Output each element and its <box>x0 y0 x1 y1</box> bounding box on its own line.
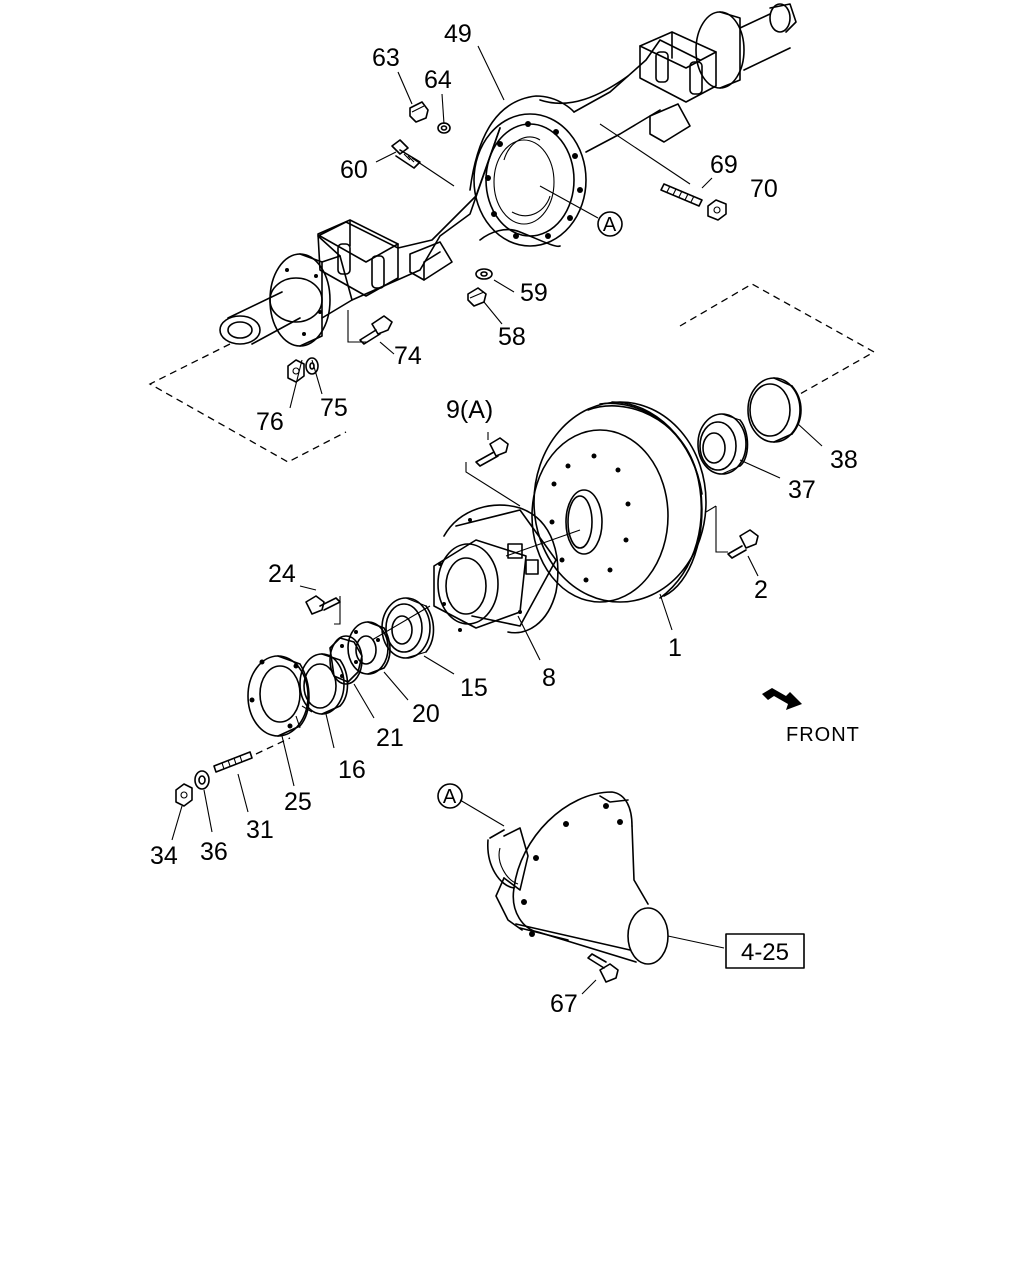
reference-box-4-25: 4-25 <box>725 933 805 969</box>
part-36-washer <box>194 770 210 790</box>
callout-34: 34 <box>150 842 178 870</box>
callout-60: 60 <box>340 156 368 184</box>
part-24-bolt <box>305 595 341 625</box>
part-75-washer <box>305 357 319 375</box>
callout-67: 67 <box>550 990 578 1018</box>
callout-31: 31 <box>246 816 274 844</box>
callout-37: 37 <box>788 476 816 504</box>
carrier-leader <box>667 935 725 949</box>
differential-carrier <box>487 791 669 965</box>
callout-25: 25 <box>284 788 312 816</box>
part-25-hub-cap <box>247 655 313 737</box>
part-58-plug <box>467 287 487 307</box>
part-31-stud <box>213 737 291 773</box>
callout-21: 21 <box>376 724 404 752</box>
part-67-bolt <box>581 953 619 995</box>
callout-2: 2 <box>754 576 768 604</box>
lower-leader-lines <box>171 423 823 841</box>
callout-20: 20 <box>412 700 440 728</box>
part-9a-bolt <box>465 437 521 507</box>
callout-36: 36 <box>200 838 228 866</box>
part-15-bearing <box>381 597 435 659</box>
part-59-washer <box>475 268 493 280</box>
callout-75: 75 <box>320 394 348 422</box>
callout-38: 38 <box>830 446 858 474</box>
part-21-lock-flange <box>329 635 363 685</box>
part-37-bearing <box>697 413 749 475</box>
front-arrow-icon <box>762 688 802 710</box>
hub-axis <box>371 529 581 641</box>
axle-housing <box>219 3 797 347</box>
callout-24: 24 <box>268 560 296 588</box>
svg-text:A: A <box>443 786 457 808</box>
callout-1: 1 <box>668 634 682 662</box>
upper-leader-lines <box>289 45 713 409</box>
a-bottom-leader <box>459 799 505 827</box>
part-70-nut <box>707 199 727 221</box>
callout-63: 63 <box>372 44 400 72</box>
callout-69: 69 <box>710 151 738 179</box>
banjo-bolt-holes <box>485 121 583 239</box>
part-20-spacer <box>347 621 391 675</box>
callout-49: 49 <box>444 20 472 48</box>
part-74-bolt <box>359 315 393 345</box>
part-1-brake-drum <box>531 401 707 603</box>
circle-marker-a-bottom: A <box>437 783 463 809</box>
circle-marker-a-top: A <box>597 211 623 237</box>
callout-15: 15 <box>460 674 488 702</box>
svg-text:4-25: 4-25 <box>741 939 789 966</box>
callout-16: 16 <box>338 756 366 784</box>
callout-labels: 49 63 64 60 69 70 59 58 74 75 76 9(A) 38… <box>150 20 858 1018</box>
callout-74: 74 <box>394 342 422 370</box>
front-label: FRONT <box>786 724 860 746</box>
callout-58: 58 <box>498 323 526 351</box>
part-38-seal <box>747 377 802 443</box>
callout-76: 76 <box>256 408 284 436</box>
callout-59: 59 <box>520 279 548 307</box>
callout-64: 64 <box>424 66 452 94</box>
part-8-hub <box>433 504 559 634</box>
part-34-nut <box>175 783 193 807</box>
part-76-nut <box>287 359 305 383</box>
upper-centre-line <box>148 343 347 463</box>
callout-8: 8 <box>542 664 556 692</box>
svg-text:A: A <box>603 214 617 236</box>
part-63-breather <box>409 101 429 123</box>
callout-70: 70 <box>750 175 778 203</box>
part-16-seal <box>299 653 349 715</box>
callout-9a: 9(A) <box>446 396 493 424</box>
part-2-bolt <box>705 505 759 559</box>
part-60-bolt <box>391 139 421 169</box>
right-centre-line <box>679 283 876 395</box>
part-64-washer <box>437 122 451 134</box>
part-69-stud <box>660 183 703 207</box>
